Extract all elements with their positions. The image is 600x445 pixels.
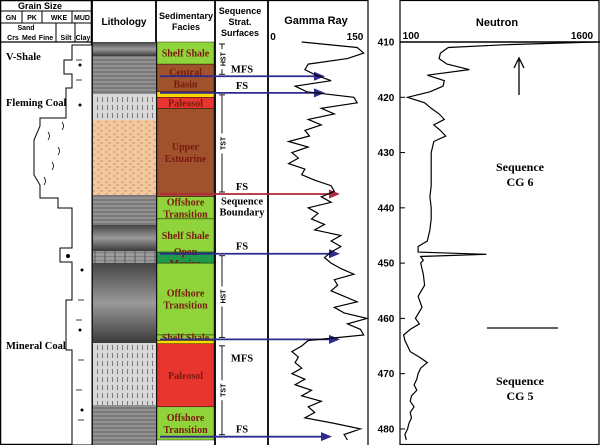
gamma-ray-curve — [286, 41, 370, 441]
systems-tract-bg — [217, 133, 227, 154]
facies-label: Transition — [163, 209, 208, 220]
sequence-cg5-line2: CG 5 — [507, 389, 534, 403]
facies-label: Offshore — [167, 197, 205, 208]
systems-tract-label: HST — [221, 51, 228, 66]
depth-tick-label: 410 — [378, 38, 395, 49]
depth-tick-label: 440 — [378, 203, 395, 214]
neutron-tick-max: 1600 — [571, 31, 594, 42]
sequence-cg6-line1: Sequence — [496, 160, 545, 174]
gamma-ray-track: 0 150 — [270, 32, 370, 441]
label-fleming-coal: Fleming Coal — [6, 98, 66, 109]
surface-label: FS — [236, 242, 248, 253]
surfaces-header-3: Surfaces — [221, 28, 259, 38]
facies-label: Shelf Shale — [162, 49, 210, 60]
lithology-column — [93, 42, 156, 445]
neutron-header: Neutron — [476, 17, 518, 29]
systems-tract-label: TST — [221, 136, 228, 150]
surface-arrow-head — [321, 432, 332, 442]
facies-block — [156, 63, 215, 92]
surface-label: FS — [236, 425, 248, 436]
surface-label: FS — [236, 182, 248, 193]
facies-block — [156, 406, 215, 441]
surfaces-column: HSTTSTHSTTSTMFSFSFSSequenceBoundaryFSMFS… — [160, 43, 340, 442]
facies-block — [156, 343, 215, 408]
facies-label: Transition — [163, 425, 208, 436]
surfaces-header-1: Sequence — [219, 6, 262, 16]
headers: Grain Size GN PK WKE MUD Sand Crs Med Fi… — [6, 1, 519, 42]
systems-tract-bg — [217, 49, 227, 70]
depth-tick-label: 450 — [378, 259, 395, 270]
facies-label: Central — [169, 67, 202, 78]
facies-block — [156, 340, 215, 345]
neutron-curve — [402, 41, 596, 441]
sub-col-med: Med — [22, 35, 36, 42]
facies-block — [156, 262, 215, 336]
facies-label: Transition — [163, 301, 208, 312]
neutron-track: 410 420 430 440 450 460 470 480 100 1600 — [378, 31, 596, 441]
depth-tick-label: 460 — [378, 314, 395, 325]
sand-label: Sand — [17, 25, 34, 32]
facies-block — [156, 108, 215, 197]
gamma-ray-header: Gamma Ray — [284, 15, 348, 27]
grain-size-header: Grain Size — [18, 1, 62, 11]
surface-label: Sequence — [221, 196, 263, 207]
gamma-tick-max: 150 — [347, 32, 364, 43]
systems-tract-label: TST — [221, 383, 228, 397]
sub-col-fine: Fine — [39, 35, 53, 42]
surface-label: FS — [236, 81, 248, 92]
lithology-header: Lithology — [102, 17, 147, 28]
label-v-shale: V-Shale — [6, 52, 41, 63]
facies-label: Open — [174, 247, 198, 258]
sub-col-crs: Crs — [7, 35, 19, 42]
depth-tick-label: 430 — [378, 148, 395, 159]
grain-col-gn: GN — [6, 15, 17, 22]
surfaces-header-2: Strat. — [228, 17, 251, 27]
grain-col-pk: PK — [27, 15, 37, 22]
facies-header-2: Facies — [172, 22, 200, 32]
surface-label: MFS — [231, 64, 253, 75]
grain-col-mud: MUD — [74, 15, 90, 22]
surface-label: Boundary — [220, 207, 266, 218]
facies-label: Paleosol — [168, 98, 203, 109]
sub-col-clay: Clay — [76, 35, 91, 42]
sub-col-silt: Silt — [61, 35, 73, 42]
surface-label: MFS — [231, 353, 253, 364]
facies-block — [156, 218, 215, 253]
depth-tick-label: 470 — [378, 369, 395, 380]
up-arrow — [513, 56, 525, 95]
facies-label: Offshore — [167, 413, 205, 424]
facies-label: Offshore — [167, 289, 205, 300]
facies-label: Paleosol — [168, 371, 203, 382]
gamma-tick-min: 0 — [270, 32, 276, 43]
facies-label: Estuarine — [165, 154, 207, 165]
systems-tract-bg — [217, 286, 227, 307]
facies-label: Upper — [172, 142, 200, 153]
depth-tick-label: 420 — [378, 93, 395, 104]
label-mineral-coal: Mineral Coal — [6, 341, 66, 352]
facies-header-1: Sedimentary — [159, 11, 213, 21]
grain-size-profile — [33, 44, 93, 445]
neutron-tick-min: 100 — [403, 31, 420, 42]
systems-tract-bg — [217, 380, 227, 401]
depth-tick-label: 480 — [378, 424, 395, 435]
grain-col-wke: WKE — [51, 15, 68, 22]
sequence-cg6-line2: CG 6 — [507, 175, 534, 189]
facies-label: Shelf Shale — [162, 231, 210, 242]
sequence-cg5-line1: Sequence — [496, 374, 545, 388]
facies-label: Basin — [174, 79, 198, 90]
facies-column: Shelf ShaleCentralBasinPaleosolUpperEstu… — [156, 41, 215, 441]
systems-tract-label: HST — [221, 289, 228, 304]
surface-arrow-head — [329, 334, 340, 344]
